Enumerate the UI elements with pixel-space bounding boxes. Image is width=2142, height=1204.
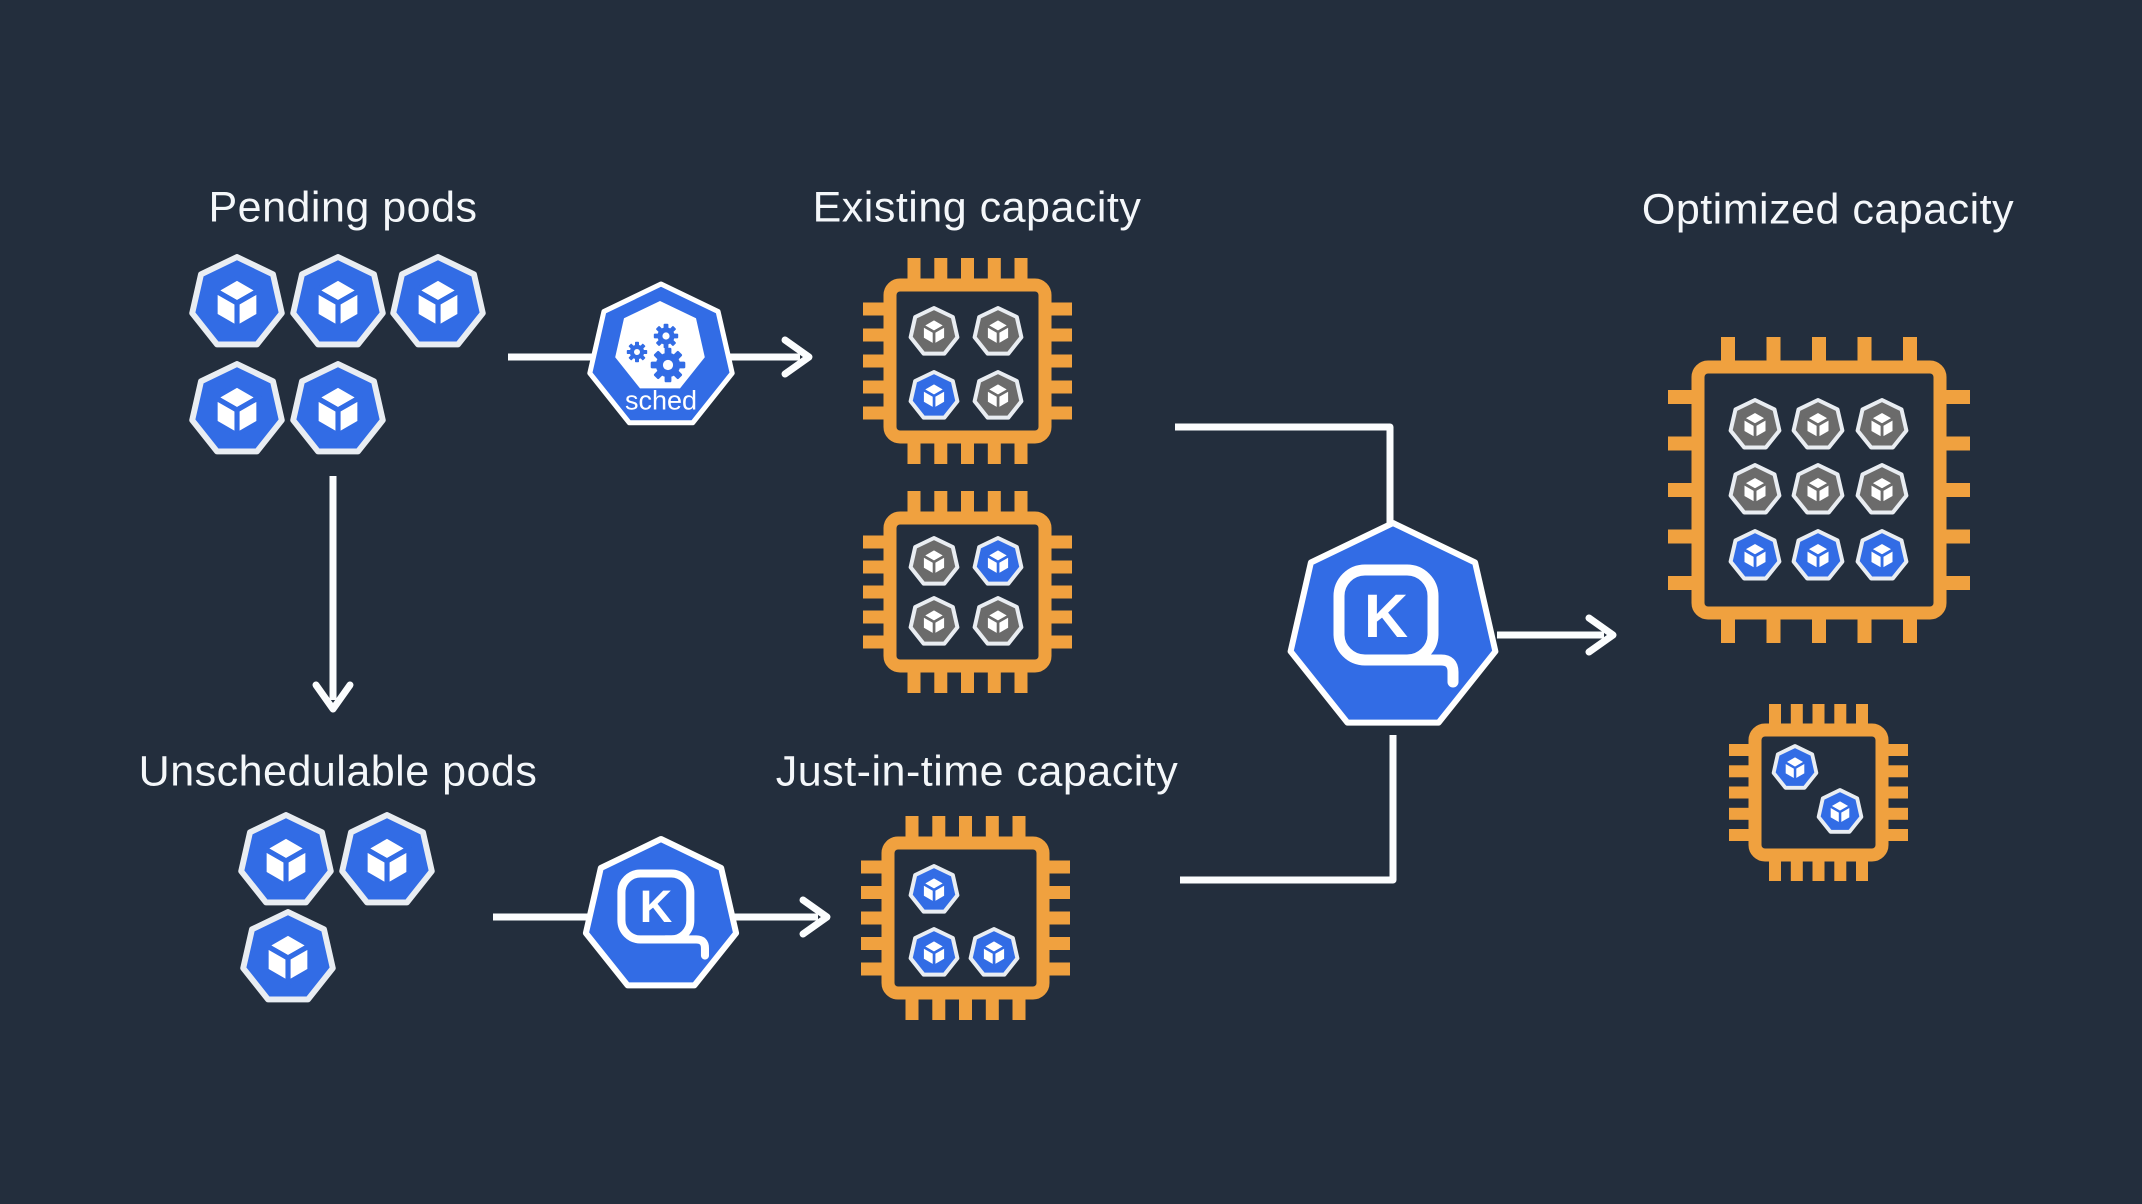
label-existing-capacity: Existing capacity — [812, 183, 1142, 232]
pod-blue-icon — [390, 254, 486, 348]
cube-face — [985, 614, 1000, 637]
pod-blue-icon — [1771, 744, 1819, 790]
cube-face — [921, 554, 936, 577]
pod-blue-icon — [908, 370, 960, 420]
gear-icon — [650, 347, 686, 383]
cube-face — [921, 945, 936, 968]
kube-scheduler-icon — [587, 281, 735, 426]
pod-blue-icon — [968, 927, 1020, 977]
pod-blue-icon — [972, 536, 1024, 586]
cube-face — [985, 324, 1000, 347]
pod-blue-icon — [1728, 529, 1782, 581]
arrowhead — [312, 681, 354, 713]
pod-blue-icon — [1791, 529, 1845, 581]
karpenter-jit-letter: K — [639, 881, 673, 932]
chip-body — [881, 836, 1050, 1000]
chip-body — [1748, 723, 1889, 862]
pod-blue-icon — [908, 927, 960, 977]
karpenter-main-letter: K — [1363, 582, 1409, 650]
pod-gray-icon — [908, 596, 960, 646]
pod-gray-icon — [972, 596, 1024, 646]
cube-face — [1868, 481, 1884, 506]
pod-gray-icon — [908, 536, 960, 586]
optimized-capacity-chip — [1729, 704, 1908, 881]
arrow-connector — [312, 476, 354, 713]
gear-icon — [626, 341, 648, 363]
label-optimized-capacity: Optimized capacity — [1641, 185, 2015, 234]
gear-icon — [653, 323, 679, 349]
cube-face — [1828, 804, 1842, 826]
pod-gray-icon — [1855, 463, 1909, 515]
cube-face — [1741, 481, 1757, 506]
karpenter-icon — [1287, 520, 1499, 726]
chip-body — [1691, 360, 1947, 620]
label-jit-capacity: Just-in-time capacity — [775, 747, 1179, 796]
cube-face — [921, 614, 936, 637]
cube-face — [981, 945, 996, 968]
cube-face — [362, 845, 390, 889]
chip-body — [883, 278, 1052, 444]
cube-face — [413, 287, 441, 331]
cube-face — [921, 882, 936, 905]
tape-measure-logo — [1333, 564, 1459, 688]
pod-blue-icon — [189, 361, 285, 455]
pod-blue-icon — [1816, 788, 1864, 834]
pod-blue-icon — [1855, 529, 1909, 581]
pod-blue-icon — [908, 864, 960, 914]
label-unschedulable-pods: Unschedulable pods — [138, 747, 538, 796]
cube-face — [1741, 547, 1757, 571]
existing-capacity-chip — [863, 258, 1072, 464]
jit-capacity-chip — [861, 816, 1070, 1020]
cube-face — [921, 388, 936, 411]
cube-face — [921, 324, 936, 347]
cube-face — [263, 942, 291, 986]
pod-blue-icon — [240, 909, 336, 1003]
existing-capacity-chip — [863, 491, 1072, 693]
pod-blue-icon — [189, 254, 285, 348]
cube-face — [1804, 416, 1820, 441]
arrow-connector — [1497, 614, 1617, 656]
connector-line — [1180, 735, 1397, 884]
tape-measure-logo — [617, 869, 710, 960]
cube-face — [985, 554, 1000, 577]
cube-face — [1804, 481, 1820, 506]
arrowhead — [799, 896, 831, 938]
connector-line — [1175, 423, 1394, 523]
pod-gray-icon — [972, 370, 1024, 420]
arrowhead — [781, 336, 813, 378]
cube-face — [212, 394, 240, 438]
cube-face — [313, 394, 341, 438]
pod-blue-icon — [290, 361, 386, 455]
pod-blue-icon — [238, 812, 334, 906]
cube-face — [261, 845, 289, 889]
label-pending-pods: Pending pods — [208, 183, 478, 232]
cube-face — [1741, 416, 1757, 441]
pod-gray-icon — [972, 306, 1024, 356]
cube-face — [1868, 416, 1884, 441]
scheduler-label: sched — [624, 385, 698, 416]
cube-face — [212, 287, 240, 331]
cube-face — [1868, 547, 1884, 571]
pod-gray-icon — [908, 306, 960, 356]
karpenter-icon — [582, 836, 740, 989]
cube-face — [1804, 547, 1820, 571]
cube-face — [313, 287, 341, 331]
pod-gray-icon — [1728, 398, 1782, 450]
optimized-capacity-chip — [1668, 337, 1970, 643]
pod-gray-icon — [1791, 463, 1845, 515]
pod-blue-icon — [339, 812, 435, 906]
arrowhead — [1585, 614, 1617, 656]
pod-gray-icon — [1728, 463, 1782, 515]
cube-face — [1783, 760, 1797, 782]
cube-face — [985, 388, 1000, 411]
pod-gray-icon — [1855, 398, 1909, 450]
pod-blue-icon — [290, 254, 386, 348]
chip-body — [883, 511, 1052, 673]
pod-gray-icon — [1791, 398, 1845, 450]
